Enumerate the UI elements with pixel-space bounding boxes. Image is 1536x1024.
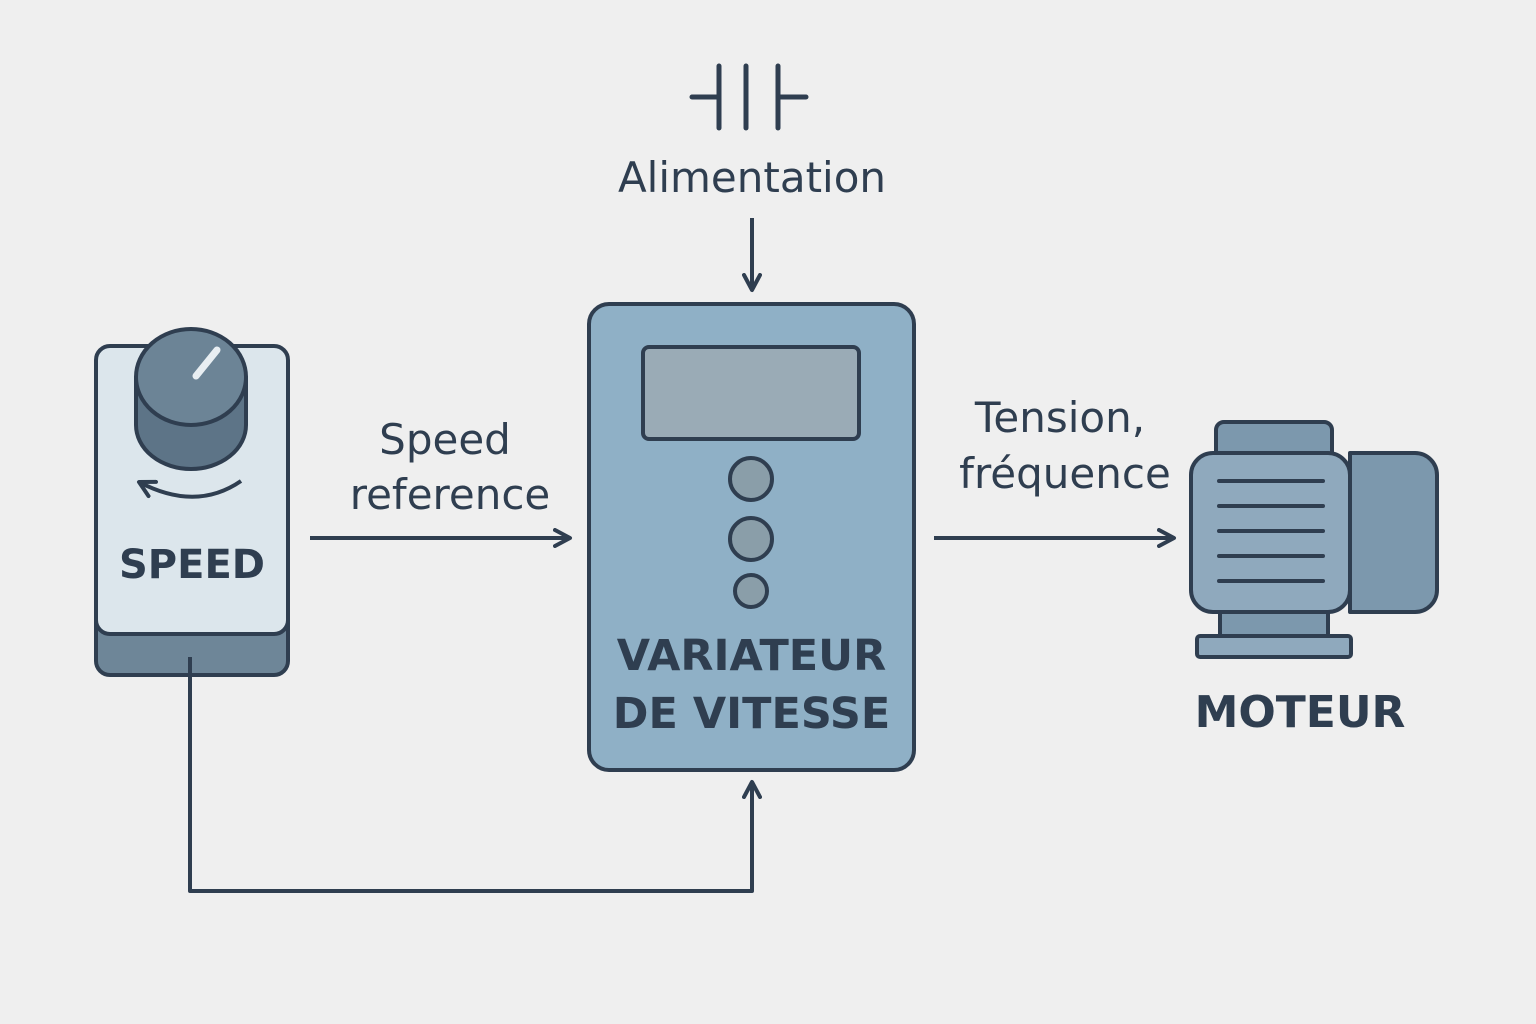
drive-label-line1: VARIATEUR bbox=[616, 631, 887, 681]
motor-label: MOTEUR bbox=[1194, 687, 1406, 738]
rotation-arrow-icon bbox=[137, 479, 243, 499]
capacitor-symbol-icon bbox=[689, 63, 809, 131]
drive-label-line2: DE VITESSE bbox=[612, 689, 891, 739]
motor-icon bbox=[1189, 420, 1439, 659]
drive-button-icon bbox=[728, 456, 774, 502]
output-label-line2: fréquence bbox=[959, 449, 1171, 498]
drive-button-icon bbox=[733, 573, 769, 609]
power-supply-label: Alimentation bbox=[617, 153, 887, 202]
speed-knob-device bbox=[94, 327, 290, 677]
output-label-line1: Tension, bbox=[974, 393, 1146, 442]
speed-reference-label-line2: reference bbox=[349, 470, 551, 519]
speed-reference-label-line1: Speed bbox=[379, 415, 511, 464]
drive-unit bbox=[587, 302, 916, 772]
speed-knob-label: SPEED bbox=[119, 542, 265, 588]
feedback-line bbox=[188, 657, 762, 893]
drive-button-icon bbox=[728, 516, 774, 562]
speed-knob-icon bbox=[134, 327, 248, 471]
drive-display-icon bbox=[641, 345, 861, 441]
